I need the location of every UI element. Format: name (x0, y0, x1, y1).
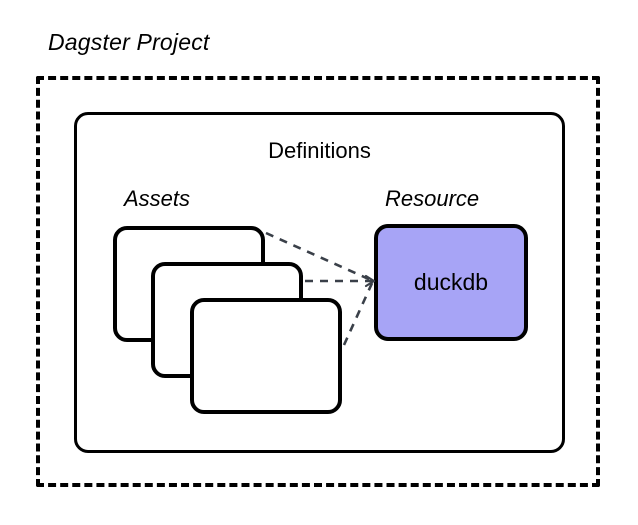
assets-group-label: Assets (124, 186, 191, 211)
definitions-label: Definitions (268, 138, 371, 163)
duckdb-resource-node[interactable]: duckdb (374, 224, 528, 341)
duckdb-resource-label: duckdb (413, 269, 489, 295)
resource-group-label: Resource (385, 186, 480, 211)
project-boundary (36, 76, 600, 487)
project-title: Dagster Project (48, 29, 210, 55)
asset-card[interactable] (190, 298, 342, 414)
